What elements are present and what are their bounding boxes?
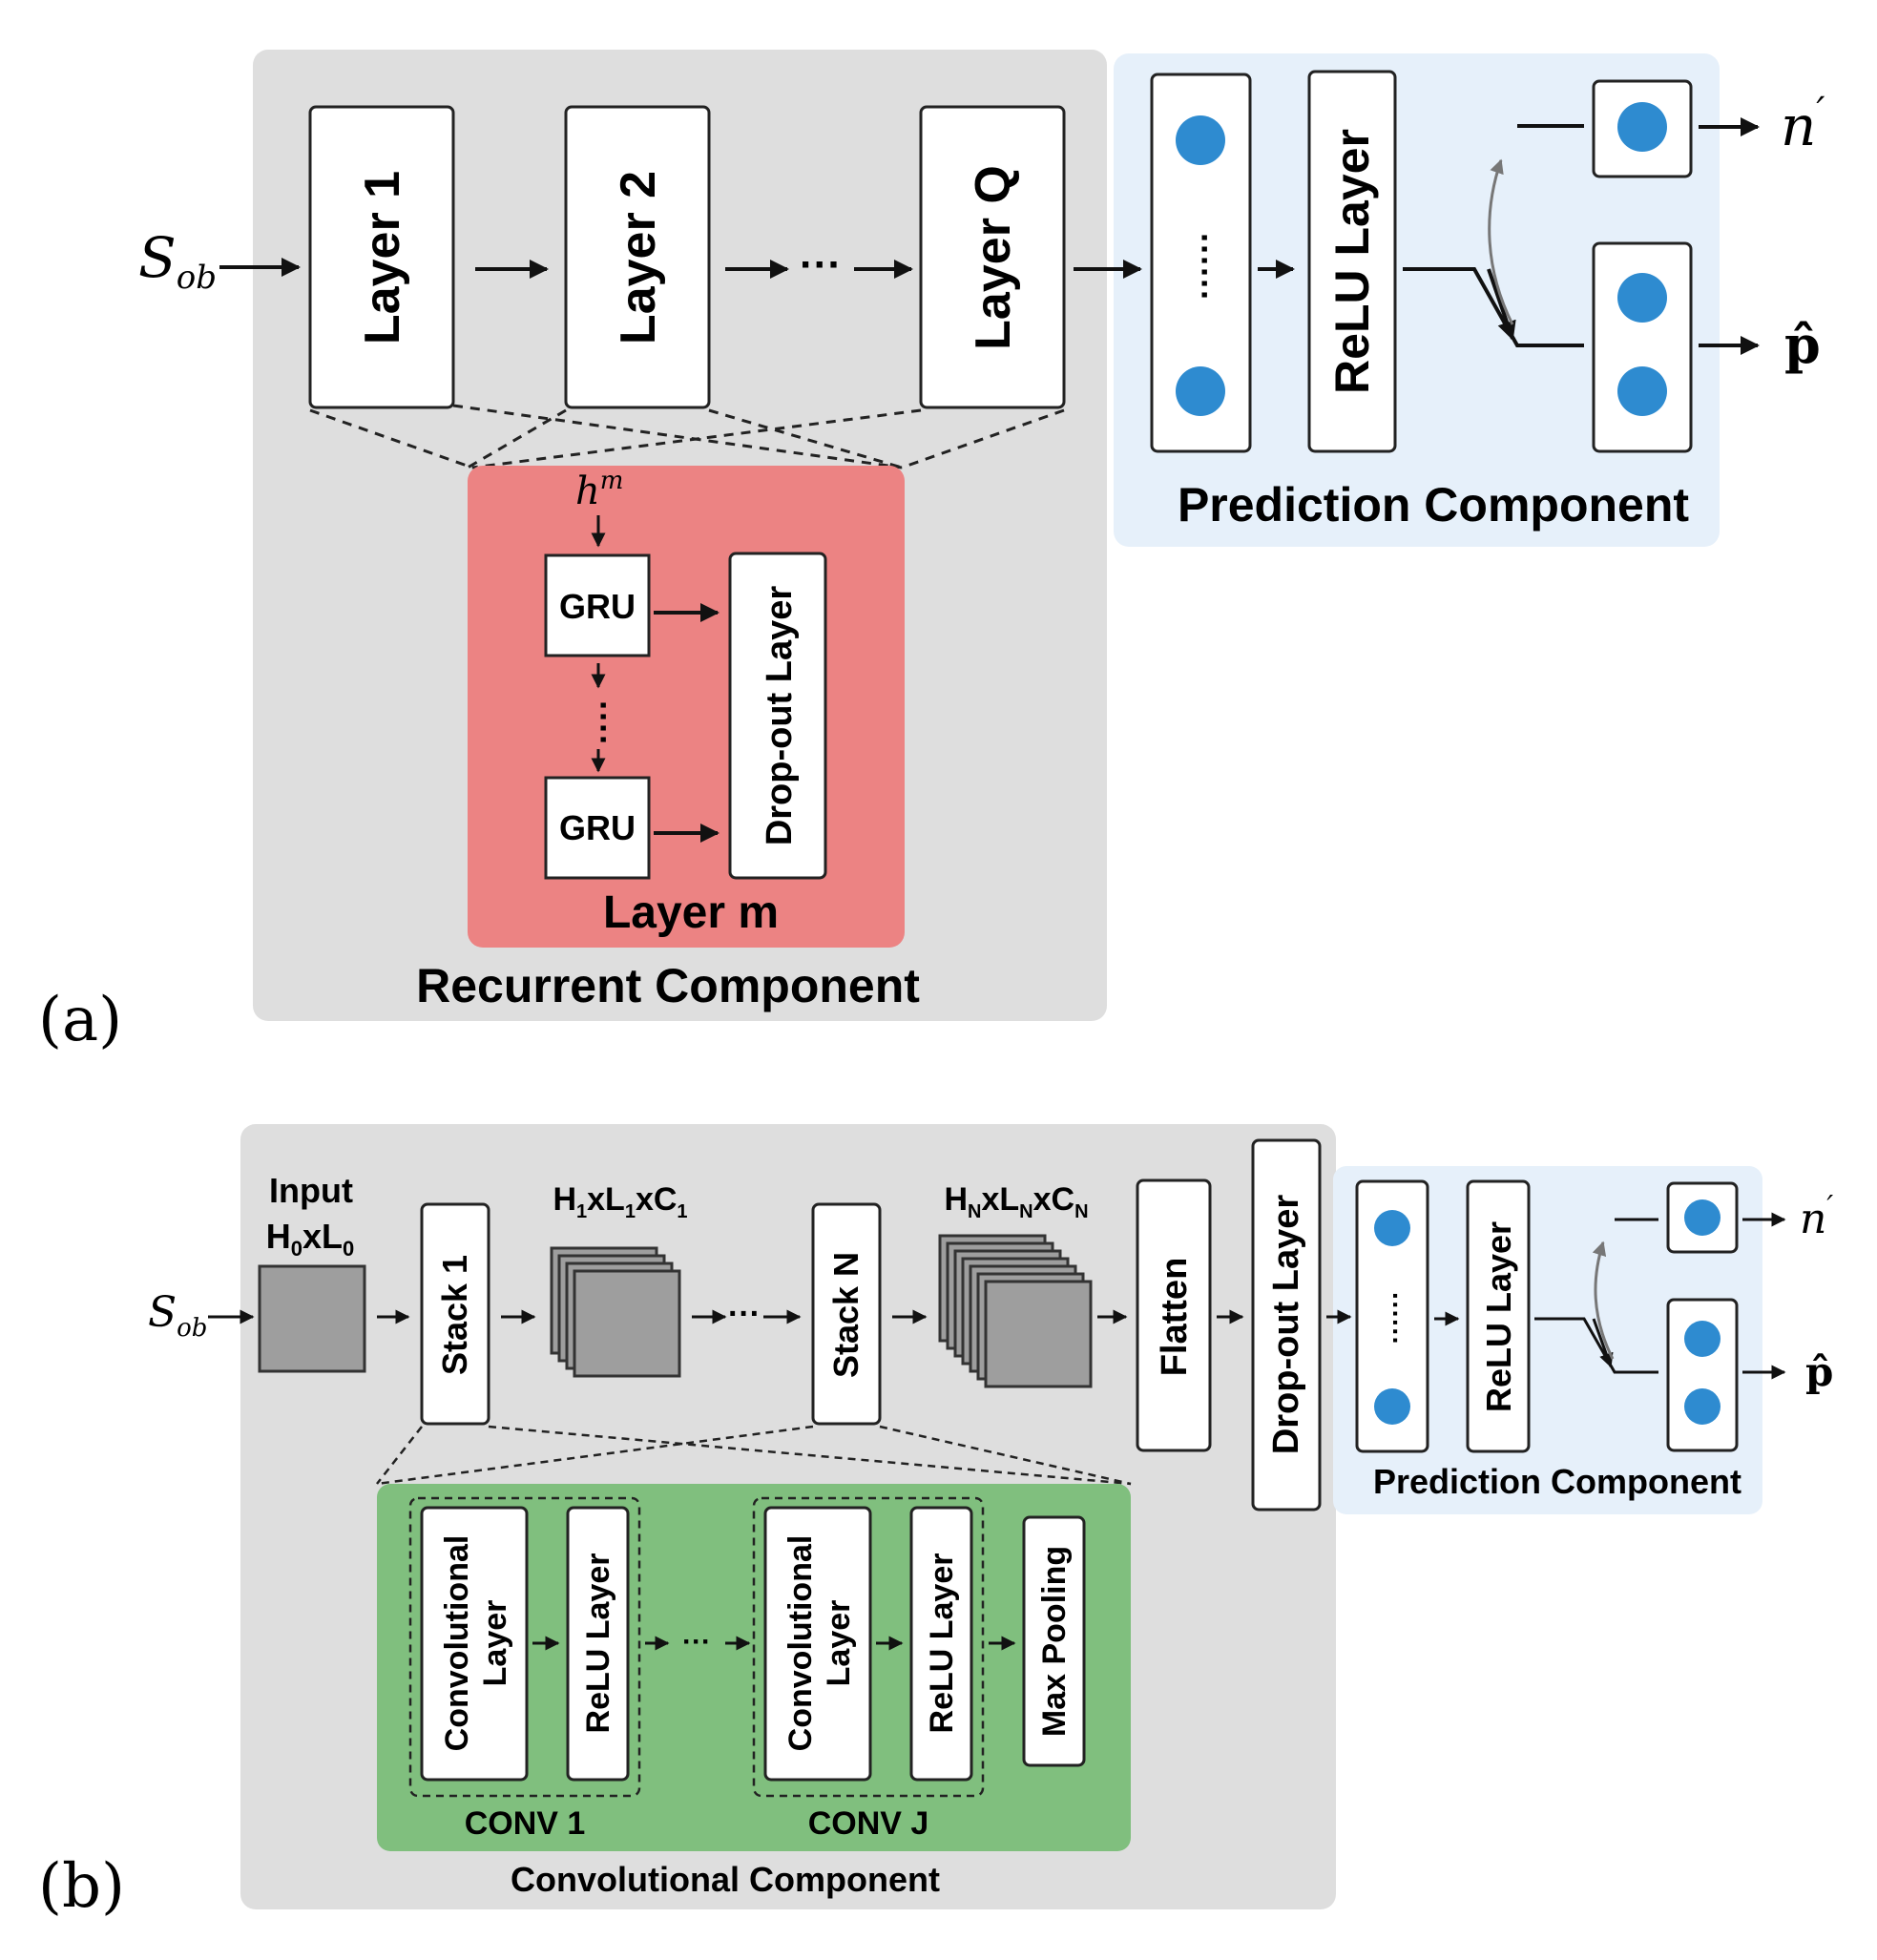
layer-m-title: Layer m — [603, 887, 779, 938]
max-pooling-box — [1022, 1515, 1086, 1767]
conv-layer-box-1 — [420, 1506, 529, 1782]
feature-maps-n — [938, 1234, 1093, 1388]
dropout-label-a: Drop-out Layer — [760, 586, 800, 846]
dims-1: H1xL1xC1 — [553, 1181, 687, 1222]
conv-relu-label-1: ReLU Layer — [580, 1553, 616, 1734]
prediction-component-title-a: Prediction Component — [1178, 478, 1689, 532]
conv-layer-label-jb: Layer — [821, 1600, 857, 1687]
conv-layer-label-1b: Layer — [477, 1600, 513, 1687]
recurrent-component-title: Recurrent Component — [416, 959, 920, 1012]
panel-a: Sob Layer 1 Layer 2 Layer Q ··· hm GRU G… — [38, 50, 1825, 1055]
dense-dots-b: ······ — [1381, 1292, 1410, 1345]
conv-j-group — [752, 1496, 985, 1798]
relu-box-a — [1307, 70, 1397, 453]
conv-layer-box-j — [763, 1506, 872, 1782]
flatten-box — [1136, 1178, 1212, 1452]
dropout-box-b — [1251, 1138, 1322, 1512]
layer-1-label: Layer 1 — [355, 171, 410, 344]
stack-n-label: Stack N — [826, 1252, 866, 1378]
output-p-node-bottom-b — [1684, 1388, 1721, 1425]
max-pooling-label: Max Pooling — [1036, 1546, 1073, 1737]
output-p-node-top-a — [1617, 273, 1667, 323]
output-p-label-b: p̂ — [1805, 1348, 1833, 1395]
output-p-label-a: p̂ — [1784, 314, 1821, 375]
output-n-node-a — [1617, 102, 1667, 152]
prediction-component-bg-a — [1114, 53, 1720, 547]
hidden-state-label: hm — [575, 467, 623, 513]
conv-layer-label-1a: Convolutional — [439, 1535, 475, 1752]
layer-1-box — [308, 105, 455, 409]
layers-ellipsis: ··· — [800, 241, 842, 288]
flatten-label: Flatten — [1155, 1258, 1195, 1377]
conv-relu-box-1 — [566, 1506, 630, 1782]
relu-box-b — [1466, 1179, 1531, 1453]
layer-2-label: Layer 2 — [611, 171, 666, 344]
dropout-box-a — [728, 552, 827, 880]
dense-node-bottom-b — [1374, 1388, 1410, 1425]
dense-dots-a: ······ — [1185, 233, 1224, 302]
panel-b-label: (b) — [38, 1851, 125, 1922]
layer-q-label: Layer Q — [966, 165, 1021, 350]
output-p-node-bottom-a — [1617, 366, 1667, 416]
output-n-node-b — [1684, 1199, 1721, 1236]
gru-label-top: GRU — [559, 587, 636, 626]
conv-1-group — [408, 1496, 641, 1798]
relu-label-a: ReLU Layer — [1325, 129, 1379, 394]
dense-node-bottom-a — [1176, 366, 1225, 416]
feature-maps-1 — [550, 1246, 681, 1378]
gru-label-bottom: GRU — [559, 808, 636, 847]
input-s-ob-b: Sob — [148, 1288, 207, 1343]
output-p-node-top-b — [1684, 1321, 1721, 1357]
relu-label-b: ReLU Layer — [1479, 1221, 1518, 1412]
dims-n: HNxLNxCN — [944, 1181, 1088, 1222]
dense-layer-box-b — [1355, 1179, 1429, 1453]
conv-1-label: CONV 1 — [465, 1805, 586, 1842]
conv-ellipsis: ··· — [682, 1626, 711, 1658]
input-s-ob-a: Sob — [138, 225, 217, 297]
dense-node-top-b — [1374, 1210, 1410, 1246]
prediction-component-title-b: Prediction Component — [1373, 1462, 1741, 1501]
output-n-label-b: n′ — [1800, 1190, 1833, 1243]
input-tensor — [258, 1264, 366, 1373]
panel-a-label: (a) — [38, 985, 122, 1055]
gru-box-bottom — [544, 776, 651, 880]
input-title: Input — [269, 1171, 353, 1210]
conv-relu-label-j: ReLU Layer — [924, 1553, 960, 1734]
input-dims: H0xL0 — [266, 1217, 355, 1261]
conv-j-label: CONV J — [808, 1805, 929, 1842]
conv-relu-box-j — [909, 1506, 973, 1782]
layer-m-bg — [468, 466, 905, 948]
prediction-component-bg-b — [1333, 1166, 1762, 1514]
dense-layer-box-a — [1150, 73, 1252, 453]
convolutional-component-title: Convolutional Component — [511, 1860, 940, 1899]
gru-box-top — [544, 553, 651, 657]
conv-layer-label-ja: Convolutional — [782, 1535, 819, 1752]
panel-b: Sob Input H0xL0 Stack 1 H1xL1xC1 ··· Sta… — [38, 1124, 1833, 1922]
gru-vertical-dots: ···· — [584, 700, 623, 746]
output-n-label-a: n′ — [1781, 90, 1825, 158]
stack-1-label: Stack 1 — [435, 1255, 474, 1375]
dense-node-top-a — [1176, 115, 1225, 165]
layer-q-box — [919, 105, 1066, 409]
stack-n-box — [811, 1202, 882, 1426]
stack-1-box — [420, 1202, 490, 1426]
layer-2-box — [564, 105, 711, 409]
dropout-label-b: Drop-out Layer — [1266, 1195, 1306, 1455]
stacks-ellipsis: ··· — [728, 1296, 761, 1332]
